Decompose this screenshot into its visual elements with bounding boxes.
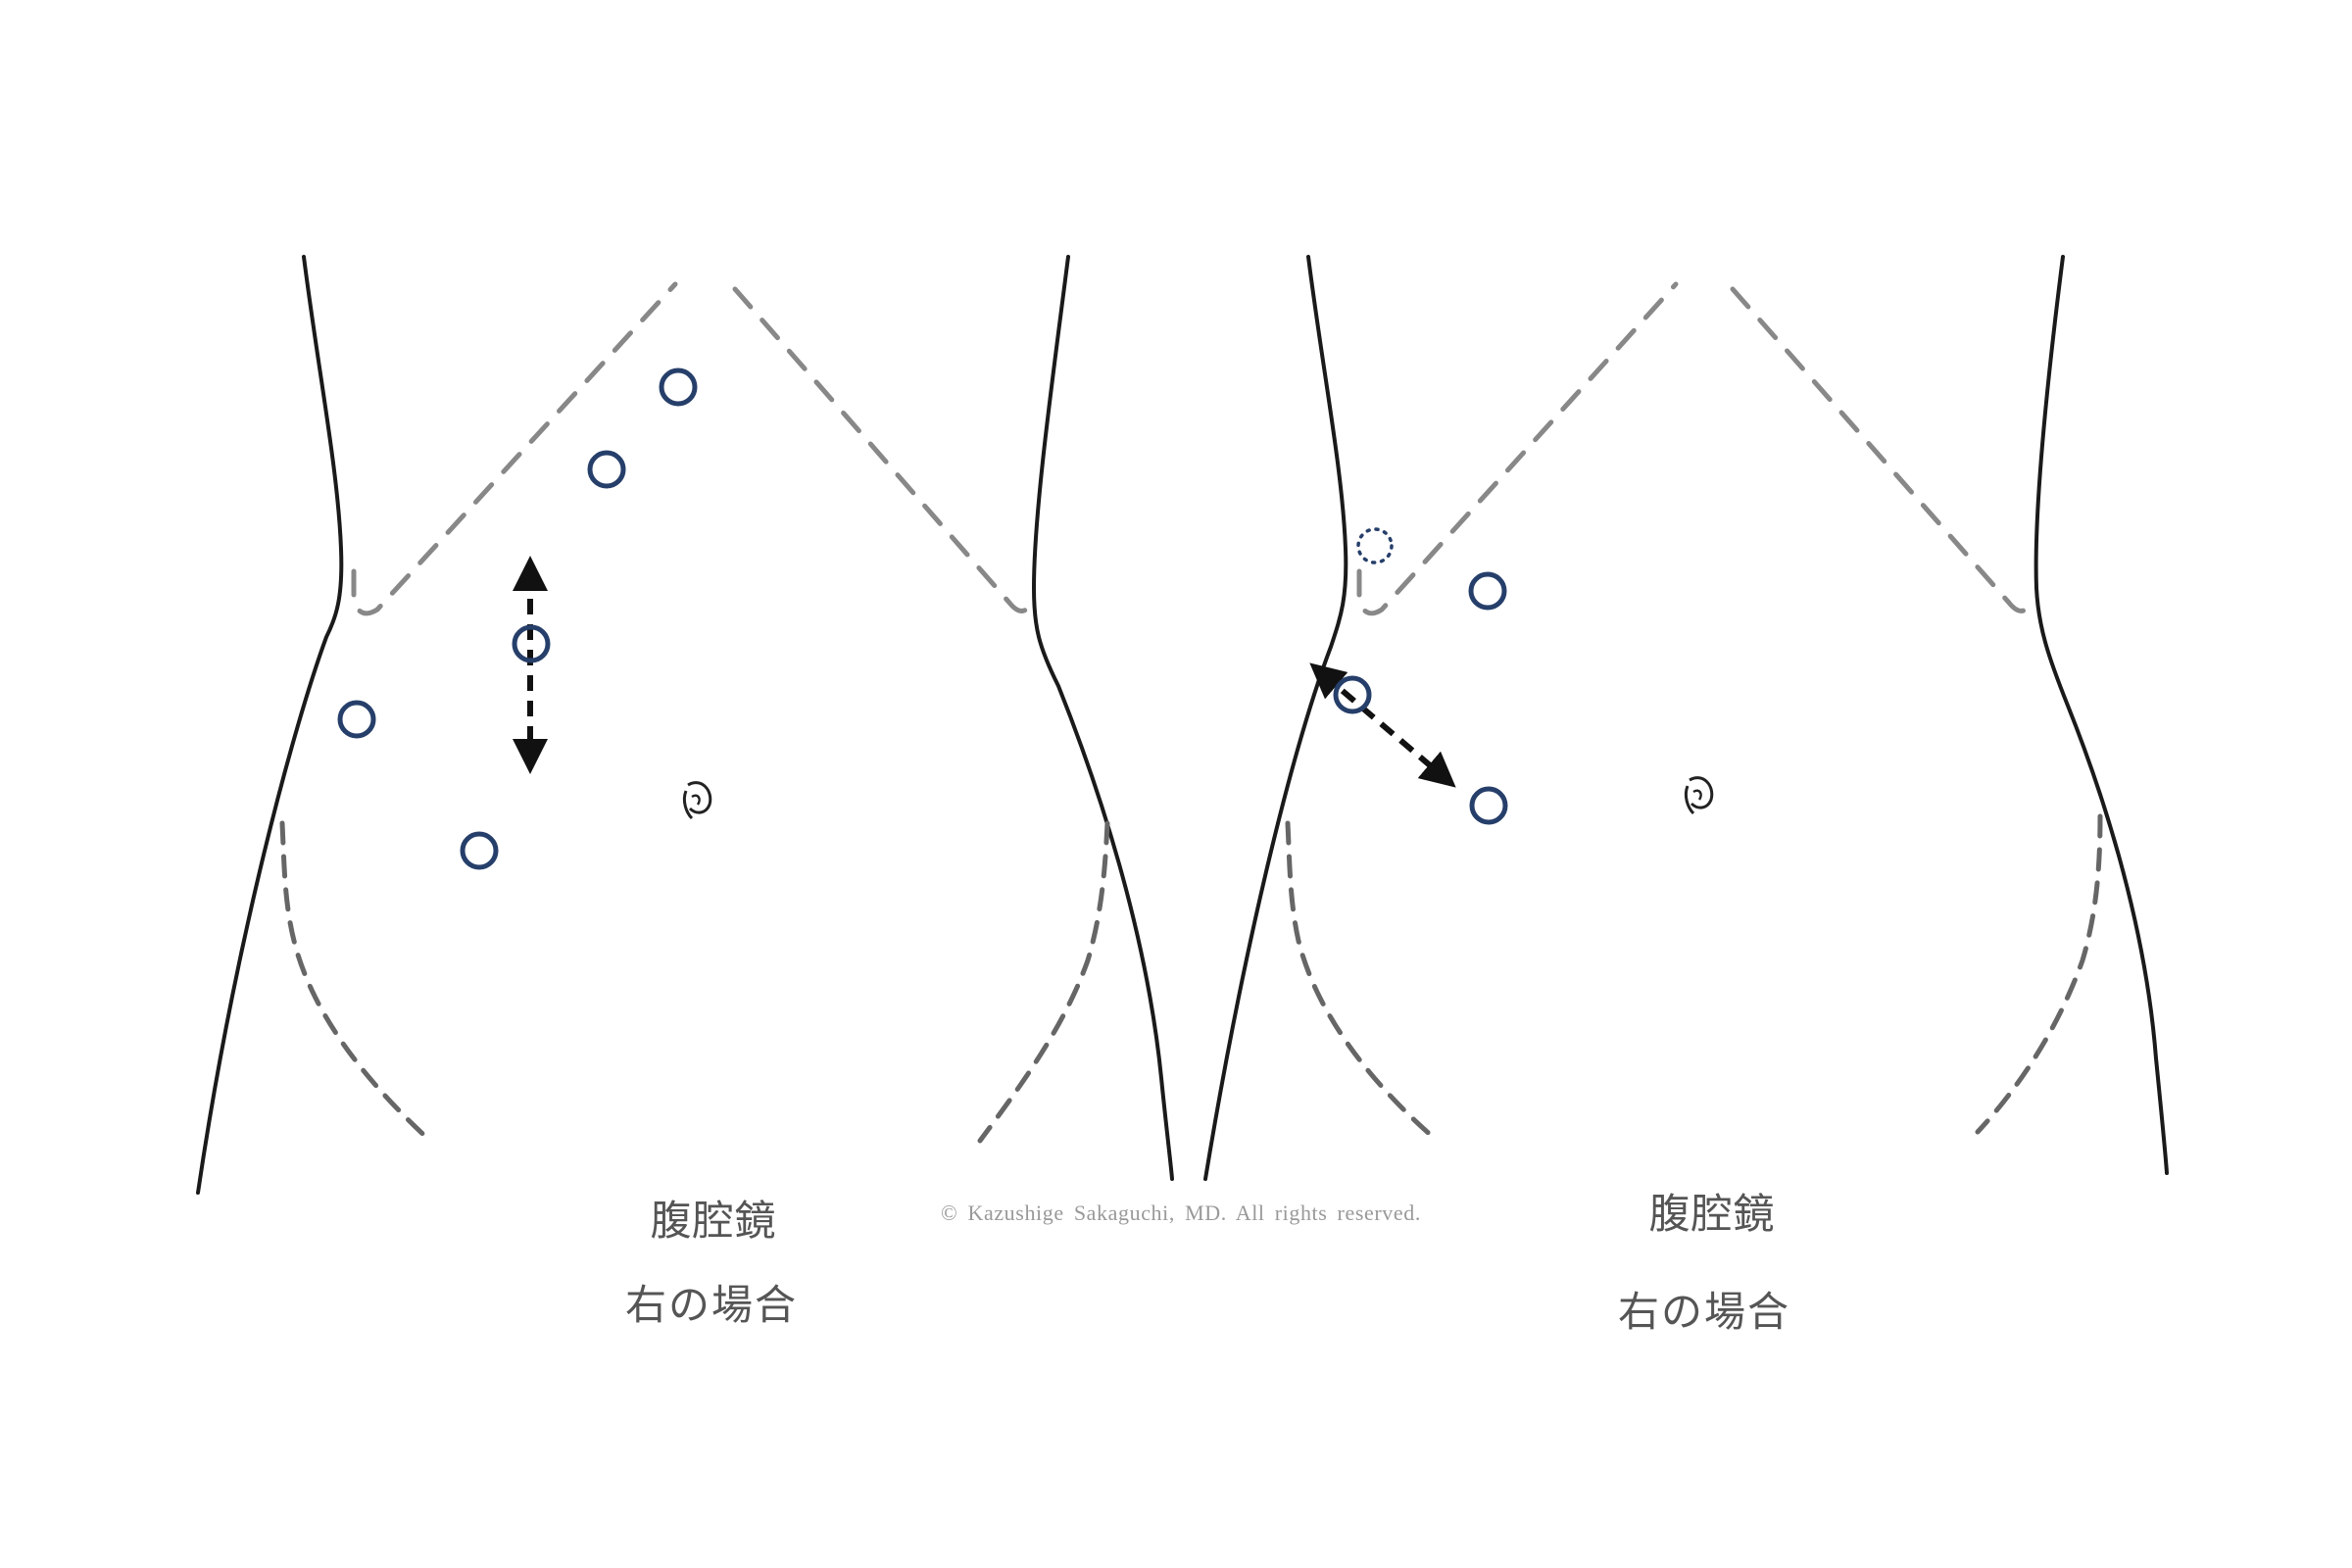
body-outline-right — [1031, 255, 1174, 1181]
right-panel-subtitle: 右の場合 — [1617, 1288, 1791, 1336]
left-abdomen-panel — [196, 255, 1174, 1195]
trocar-port-icon — [512, 624, 551, 663]
double-arrow-icon — [1309, 662, 1456, 788]
trocar-port-icon — [1469, 786, 1508, 825]
right-abdomen-panel — [1203, 255, 2169, 1181]
navel-curve — [1692, 789, 1702, 801]
costal-margin-right — [1730, 286, 2034, 613]
trocar-port-icon — [1333, 675, 1372, 714]
navel-curve — [1689, 776, 1714, 809]
navel-curve — [682, 790, 694, 820]
navel-icon — [1684, 776, 1714, 815]
navel-curve — [691, 794, 701, 806]
costal-margin-left — [1356, 281, 1679, 616]
right-panel-title: 腹腔鏡 — [1648, 1190, 1776, 1238]
copyright-notice: © Kazushige Sakaguchi, MD. All rights re… — [941, 1200, 1421, 1225]
navel-curve — [687, 781, 712, 814]
trocar-port-icon — [1468, 571, 1507, 611]
optional-trocar-port-icon — [1356, 527, 1394, 564]
trocar-port-icon — [659, 368, 698, 407]
left-panel-subtitle: 右の場合 — [624, 1281, 799, 1329]
iliac-line-right — [977, 820, 1110, 1144]
body-outline-left — [196, 255, 344, 1195]
body-outline-right — [2034, 255, 2169, 1175]
costal-margin-left — [351, 281, 678, 616]
trocar-port-icon — [460, 831, 499, 870]
body-outline-left — [1203, 255, 1348, 1181]
navel-icon — [682, 781, 712, 820]
navel-curve — [1684, 785, 1695, 815]
costal-margin-right — [732, 286, 1034, 613]
trocar-port-icon — [337, 700, 376, 739]
trocar-port-icon — [587, 450, 626, 489]
iliac-line-left — [279, 820, 435, 1146]
iliac-line-right — [1975, 813, 2103, 1135]
left-panel-title: 腹腔鏡 — [650, 1197, 777, 1245]
iliac-line-left — [1285, 820, 1436, 1140]
